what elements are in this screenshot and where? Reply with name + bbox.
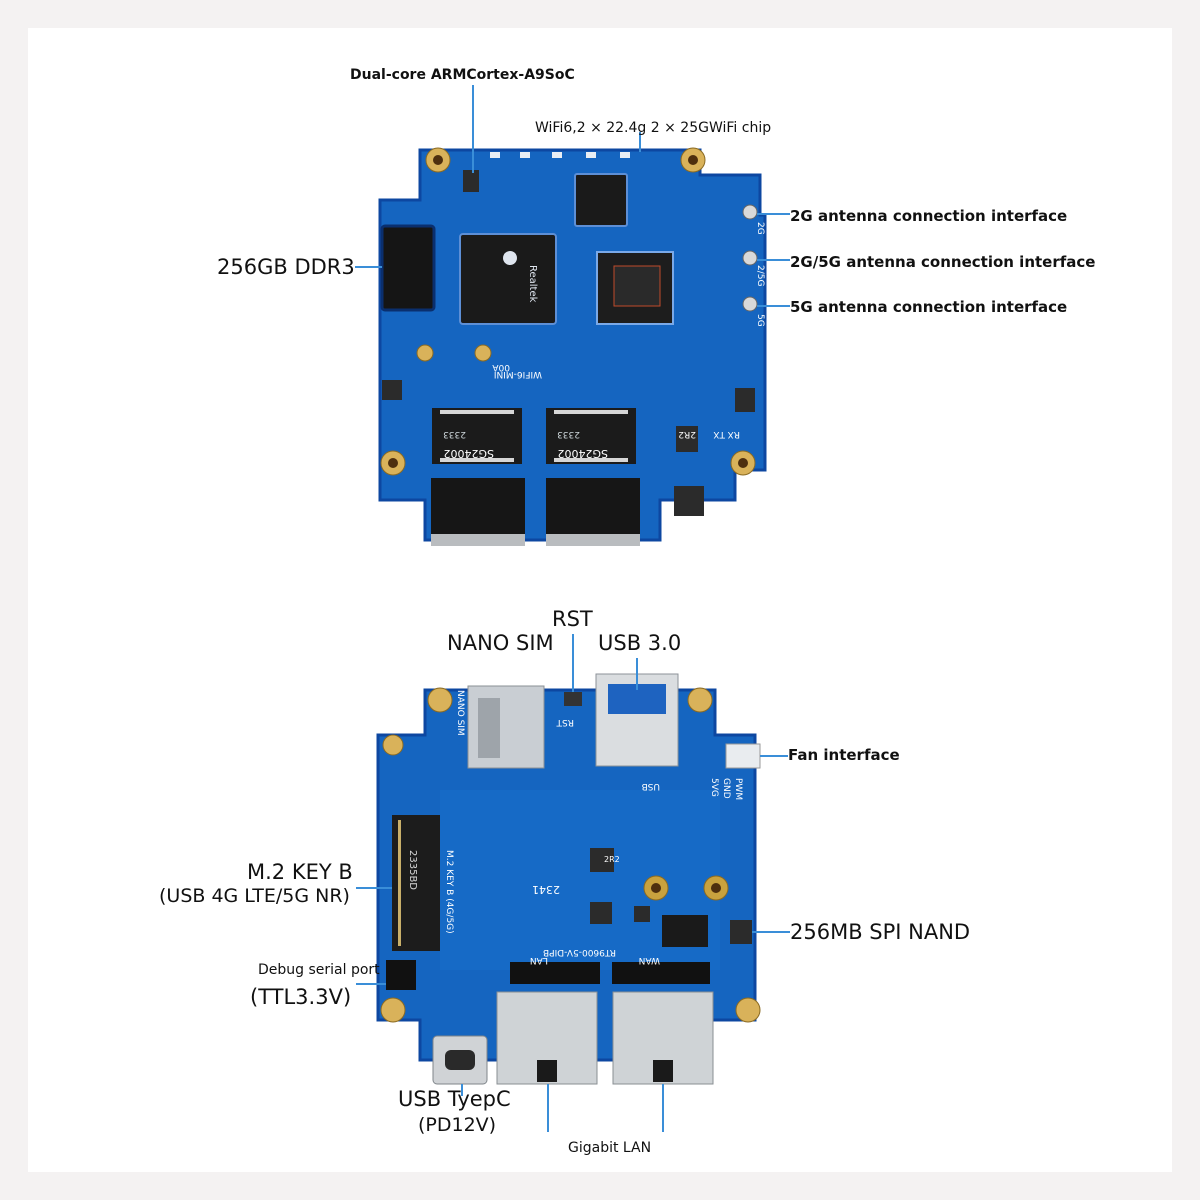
svg-text:2/5G: 2/5G <box>755 265 765 286</box>
svg-text:2333: 2333 <box>557 429 580 439</box>
reset-button <box>564 692 582 706</box>
label-antenna-5g: 5G antenna connection interface <box>790 298 1068 316</box>
svg-text:LAN: LAN <box>530 955 548 965</box>
bottom-board-photo: RT9600-5V-DIPB LAN WAN USB NANO SIM RST … <box>356 634 790 1132</box>
svg-text:5VG: 5VG <box>709 778 719 797</box>
label-usb-typec: USB TyepC <box>398 1087 511 1111</box>
fan-connector <box>725 743 761 769</box>
top-board-photo: WIFI6-MINI 00A SG24002 SG24002 2333 2333… <box>355 85 790 546</box>
label-debug-ttl: (TTL3.3V) <box>250 985 352 1009</box>
svg-text:M.2 KEY B (4G/5G): M.2 KEY B (4G/5G) <box>444 850 454 934</box>
label-soc: Dual-core ARMCortex-A9SoC <box>350 67 575 83</box>
label-spi-nand: 256MB SPI NAND <box>790 920 971 944</box>
label-typec-power: (PD12V) <box>418 1114 497 1136</box>
svg-text:NANO SIM: NANO SIM <box>455 690 465 736</box>
svg-text:SG24002: SG24002 <box>444 447 495 460</box>
label-fan-interface: Fan interface <box>788 746 900 764</box>
rj45-a <box>431 478 525 544</box>
label-antenna-2g5g: 2G/5G antenna connection interface <box>790 253 1096 271</box>
svg-text:RST: RST <box>556 717 574 727</box>
svg-text:2333: 2333 <box>443 429 466 439</box>
svg-text:RT9600-5V-DIPB: RT9600-5V-DIPB <box>543 947 616 957</box>
ddr-chip <box>380 224 436 312</box>
aux-chip <box>574 173 628 227</box>
label-ddr: 256GB DDR3 <box>217 255 355 279</box>
svg-text:2335BD: 2335BD <box>407 850 418 890</box>
svg-text:RX: RX <box>728 429 740 439</box>
label-wifi-chip: WiFi6,2 × 22.4g 2 × 25GWiFi chip <box>535 120 772 136</box>
label-nano-sim: NANO SIM <box>447 631 554 655</box>
svg-text:USB: USB <box>642 781 660 791</box>
svg-text:GND: GND <box>721 778 731 799</box>
soc-chip <box>459 233 557 325</box>
svg-text:2341: 2341 <box>532 883 560 896</box>
silk-board-name: WIFI6-MINI <box>494 369 542 379</box>
svg-text:00A: 00A <box>492 362 510 372</box>
label-usb3: USB 3.0 <box>598 631 682 655</box>
svg-text:TX: TX <box>713 429 726 439</box>
label-rst: RST <box>552 607 593 631</box>
label-m2-key-b: M.2 KEY B <box>247 860 353 884</box>
magnetics-b <box>546 408 636 464</box>
svg-text:2R2: 2R2 <box>678 429 696 439</box>
svg-text:SG24002: SG24002 <box>558 447 609 460</box>
mounting-holes <box>380 147 756 476</box>
label-antenna-2g: 2G antenna connection interface <box>790 207 1068 225</box>
magnetics-a <box>432 408 522 464</box>
svg-text:Realtek: Realtek <box>527 265 538 303</box>
svg-text:2G: 2G <box>755 222 765 235</box>
label-debug-serial: Debug serial port <box>258 962 380 978</box>
svg-text:5G: 5G <box>755 314 765 327</box>
spi-nand-chip <box>662 915 708 947</box>
svg-text:PWM: PWM <box>733 778 743 800</box>
svg-text:WAN: WAN <box>639 955 660 965</box>
label-gigabit-lan: Gigabit LAN <box>568 1140 652 1156</box>
label-m2-key-b-detail: (USB 4G LTE/5G NR) <box>159 885 350 907</box>
rj45-b <box>546 478 640 544</box>
svg-text:2R2: 2R2 <box>604 855 620 864</box>
